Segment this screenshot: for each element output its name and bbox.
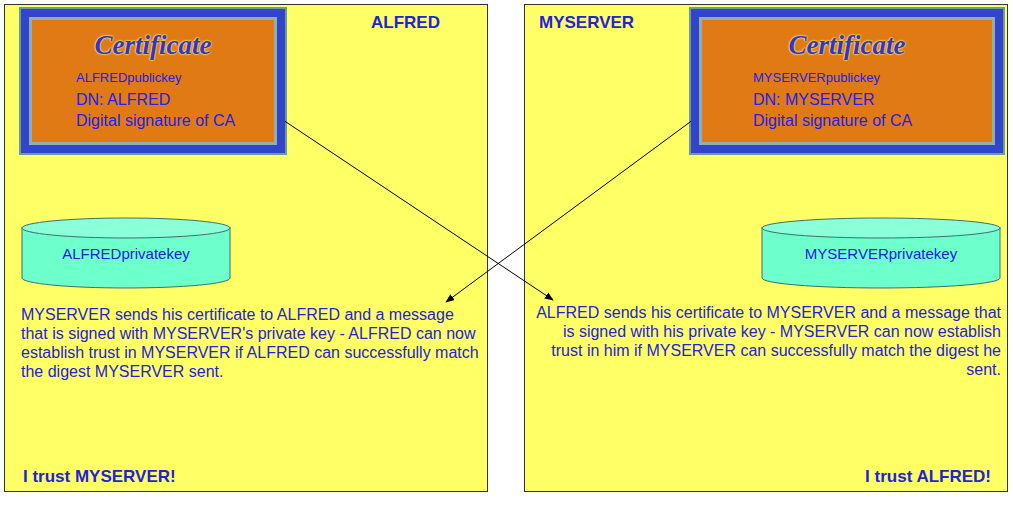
trust-statement: I trust ALFRED! [865,467,991,487]
key-store-cylinder: ALFREDprivatekey [21,217,231,289]
text-holder: ALFRED sends his certificate to MYSERVER… [533,303,1001,379]
certificate-field: MYSERVERpublickey [753,69,981,87]
panel-heading: MYSERVER [539,13,634,33]
text-holder: ALFRED [371,13,440,33]
certificate-field: Digital signature of CA [76,110,263,131]
certificate-title: Certificate [713,29,981,61]
certificate-title: Certificate [43,29,263,61]
text-holder: I trust ALFRED! [865,467,991,487]
arrow-connector [446,121,691,302]
text-holder: I trust MYSERVER! [23,467,176,487]
certificate: CertificateMYSERVERpublickeyDN: MYSERVER… [691,9,1003,153]
description: MYSERVER sends his certificate to ALFRED… [21,305,483,381]
certificate-field: ALFREDpublickey [76,69,263,87]
trust-panel: MYSERVER ALFRED sends his certificate to … [524,4,1008,492]
certificate-field: DN: MYSERVER [753,89,981,110]
cylinder-top [22,218,230,238]
certificate-field: DN: ALFRED [76,89,263,110]
cylinder-top [762,218,1000,238]
certificate-field: Digital signature of CA [753,110,981,131]
key-name: ALFREDprivatekey [37,245,215,262]
description: ALFRED sends his certificate to MYSERVER… [533,303,1001,379]
trust-panel: ALFRED MYSERVER sends his certificate to … [4,4,488,492]
arrow-connector [285,121,553,300]
key-store-cylinder: MYSERVERprivatekey [761,217,1001,289]
trust-statement: I trust MYSERVER! [23,467,176,487]
text-holder: MYSERVER sends his certificate to ALFRED… [21,305,483,381]
key-name: MYSERVERprivatekey [777,245,985,262]
certificate: CertificateALFREDpublickeyDN: ALFREDDigi… [21,9,285,153]
panel-heading: ALFRED [371,13,440,33]
text-holder: MYSERVER [539,13,634,33]
